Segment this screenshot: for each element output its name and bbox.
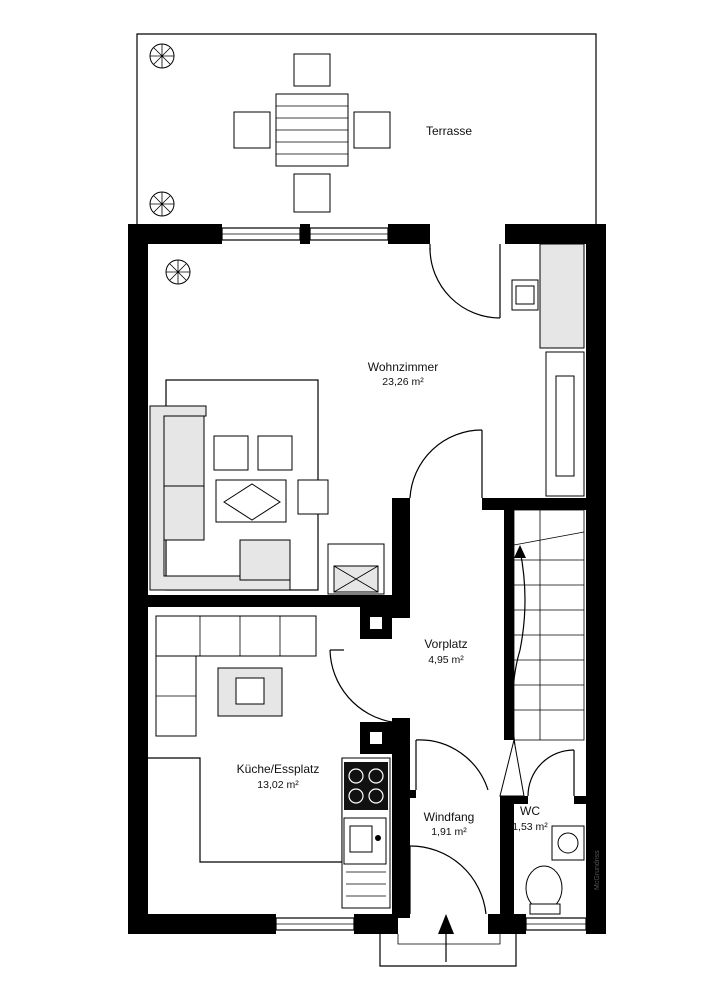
windfang-area: 1,91 m² xyxy=(431,826,467,838)
toilet-icon xyxy=(525,865,563,915)
doors xyxy=(329,244,575,967)
plant-icon xyxy=(165,259,191,285)
terrasse-label: Terrasse xyxy=(426,124,472,138)
sink-icon xyxy=(343,817,387,897)
entrance-arrow-icon xyxy=(438,914,454,962)
kueche-area: 13,02 m² xyxy=(257,779,299,791)
desk xyxy=(511,243,585,349)
dining-bench xyxy=(155,615,317,737)
windfang-label: Windfang xyxy=(424,810,475,824)
living-room-seating xyxy=(149,379,329,591)
kueche-label: Küche/Essplatz xyxy=(237,762,320,776)
cabinet xyxy=(327,543,385,595)
tv-sideboard xyxy=(545,351,585,497)
vorplatz-area: 4,95 m² xyxy=(428,654,464,666)
stove-icon xyxy=(344,762,388,810)
windows xyxy=(221,227,587,931)
staircase xyxy=(499,509,585,797)
plant-icon xyxy=(149,191,175,217)
watermark: McGrundriss xyxy=(594,850,601,890)
wohnzimmer-area: 23,26 m² xyxy=(382,376,424,388)
walls xyxy=(128,224,606,934)
terrace xyxy=(136,33,597,228)
terrace-table-set xyxy=(233,53,391,213)
wohnzimmer-label: Wohnzimmer xyxy=(368,360,438,374)
washbasin-icon xyxy=(551,825,585,861)
vorplatz-label: Vorplatz xyxy=(424,637,467,651)
wc-area: 1,53 m² xyxy=(512,821,548,833)
plant-icon xyxy=(149,43,175,69)
wc-label: WC xyxy=(520,804,540,818)
